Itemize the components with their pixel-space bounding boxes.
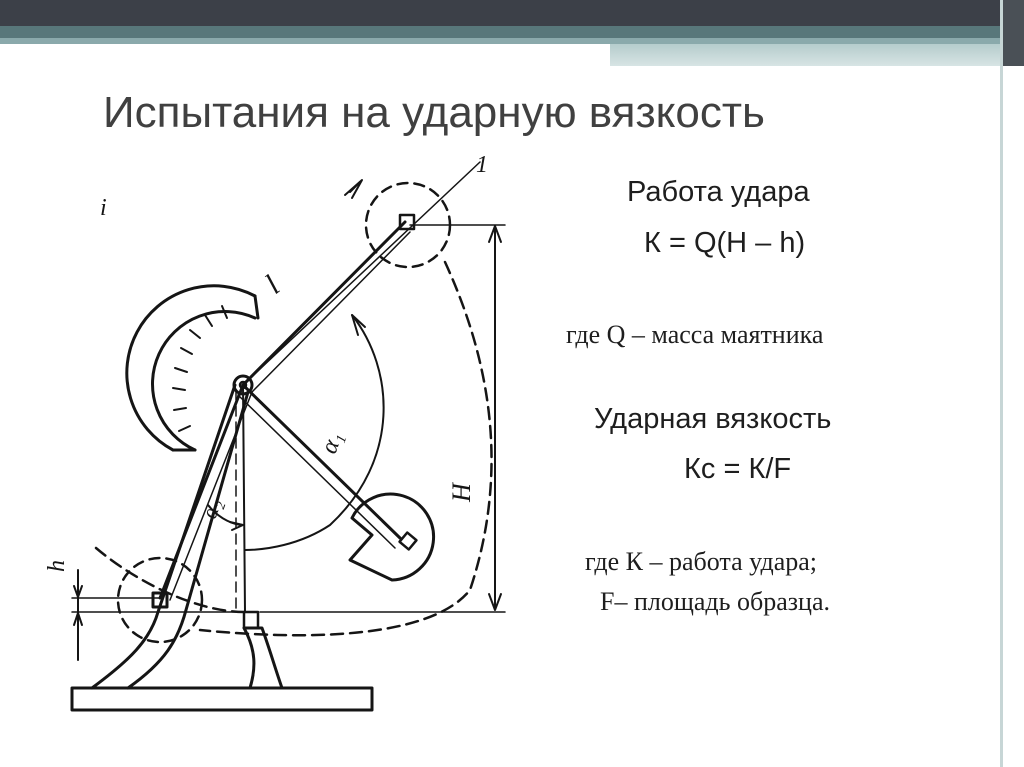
label-alpha1: α₁ bbox=[316, 428, 348, 457]
rod-left-b bbox=[169, 391, 253, 601]
anvil-support bbox=[242, 626, 284, 690]
rod-upper bbox=[241, 220, 407, 387]
base-plate bbox=[70, 686, 374, 712]
rod-vertical bbox=[242, 384, 246, 613]
rod-left bbox=[158, 383, 245, 600]
ray-line bbox=[242, 161, 481, 386]
note-work: где К – работа удара; bbox=[585, 547, 818, 576]
rod-upper-b bbox=[251, 231, 411, 393]
swing-arc-main bbox=[198, 260, 493, 637]
rod-lower-b bbox=[237, 394, 396, 549]
note-area: F– площадь образца. bbox=[600, 587, 830, 616]
swing-arc-left bbox=[94, 546, 246, 614]
scale-ticks bbox=[172, 305, 228, 432]
frame-right-edge bbox=[126, 390, 250, 690]
striker-left bbox=[116, 556, 204, 644]
frame-left-edge bbox=[90, 383, 237, 690]
slide-header-band bbox=[0, 26, 1000, 38]
slide-header-band-light bbox=[0, 38, 1000, 44]
slide-right-border bbox=[1000, 0, 1003, 767]
toughness-formula: Кс = К/F bbox=[684, 453, 792, 485]
slide-header-strip bbox=[610, 44, 1000, 66]
label-corner-mark: i bbox=[100, 195, 107, 221]
label-h: h bbox=[44, 560, 70, 572]
scale-end bbox=[253, 294, 260, 320]
note-mass: где Q – масса маятника bbox=[566, 320, 824, 349]
pendulum-impact-diagram: l H h α₁ α₂ 1 i bbox=[44, 152, 506, 712]
label-ray-mark: 1 bbox=[476, 152, 488, 178]
work-label: Работа удара bbox=[627, 176, 810, 208]
striker-upper-knife bbox=[398, 213, 416, 231]
label-l: l bbox=[259, 269, 286, 300]
striker-lower bbox=[348, 492, 436, 582]
slide-corner-block bbox=[1003, 0, 1024, 66]
rod-lower bbox=[241, 383, 402, 540]
work-formula: К = Q(H – h) bbox=[644, 227, 806, 259]
angle-arc-alpha1 bbox=[244, 314, 385, 551]
label-H: H bbox=[447, 482, 476, 503]
slide-title: Испытания на ударную вязкость bbox=[103, 88, 765, 137]
slide-header-bar bbox=[0, 0, 1000, 26]
toughness-label: Ударная вязкость bbox=[594, 403, 832, 435]
specimen bbox=[242, 610, 260, 630]
